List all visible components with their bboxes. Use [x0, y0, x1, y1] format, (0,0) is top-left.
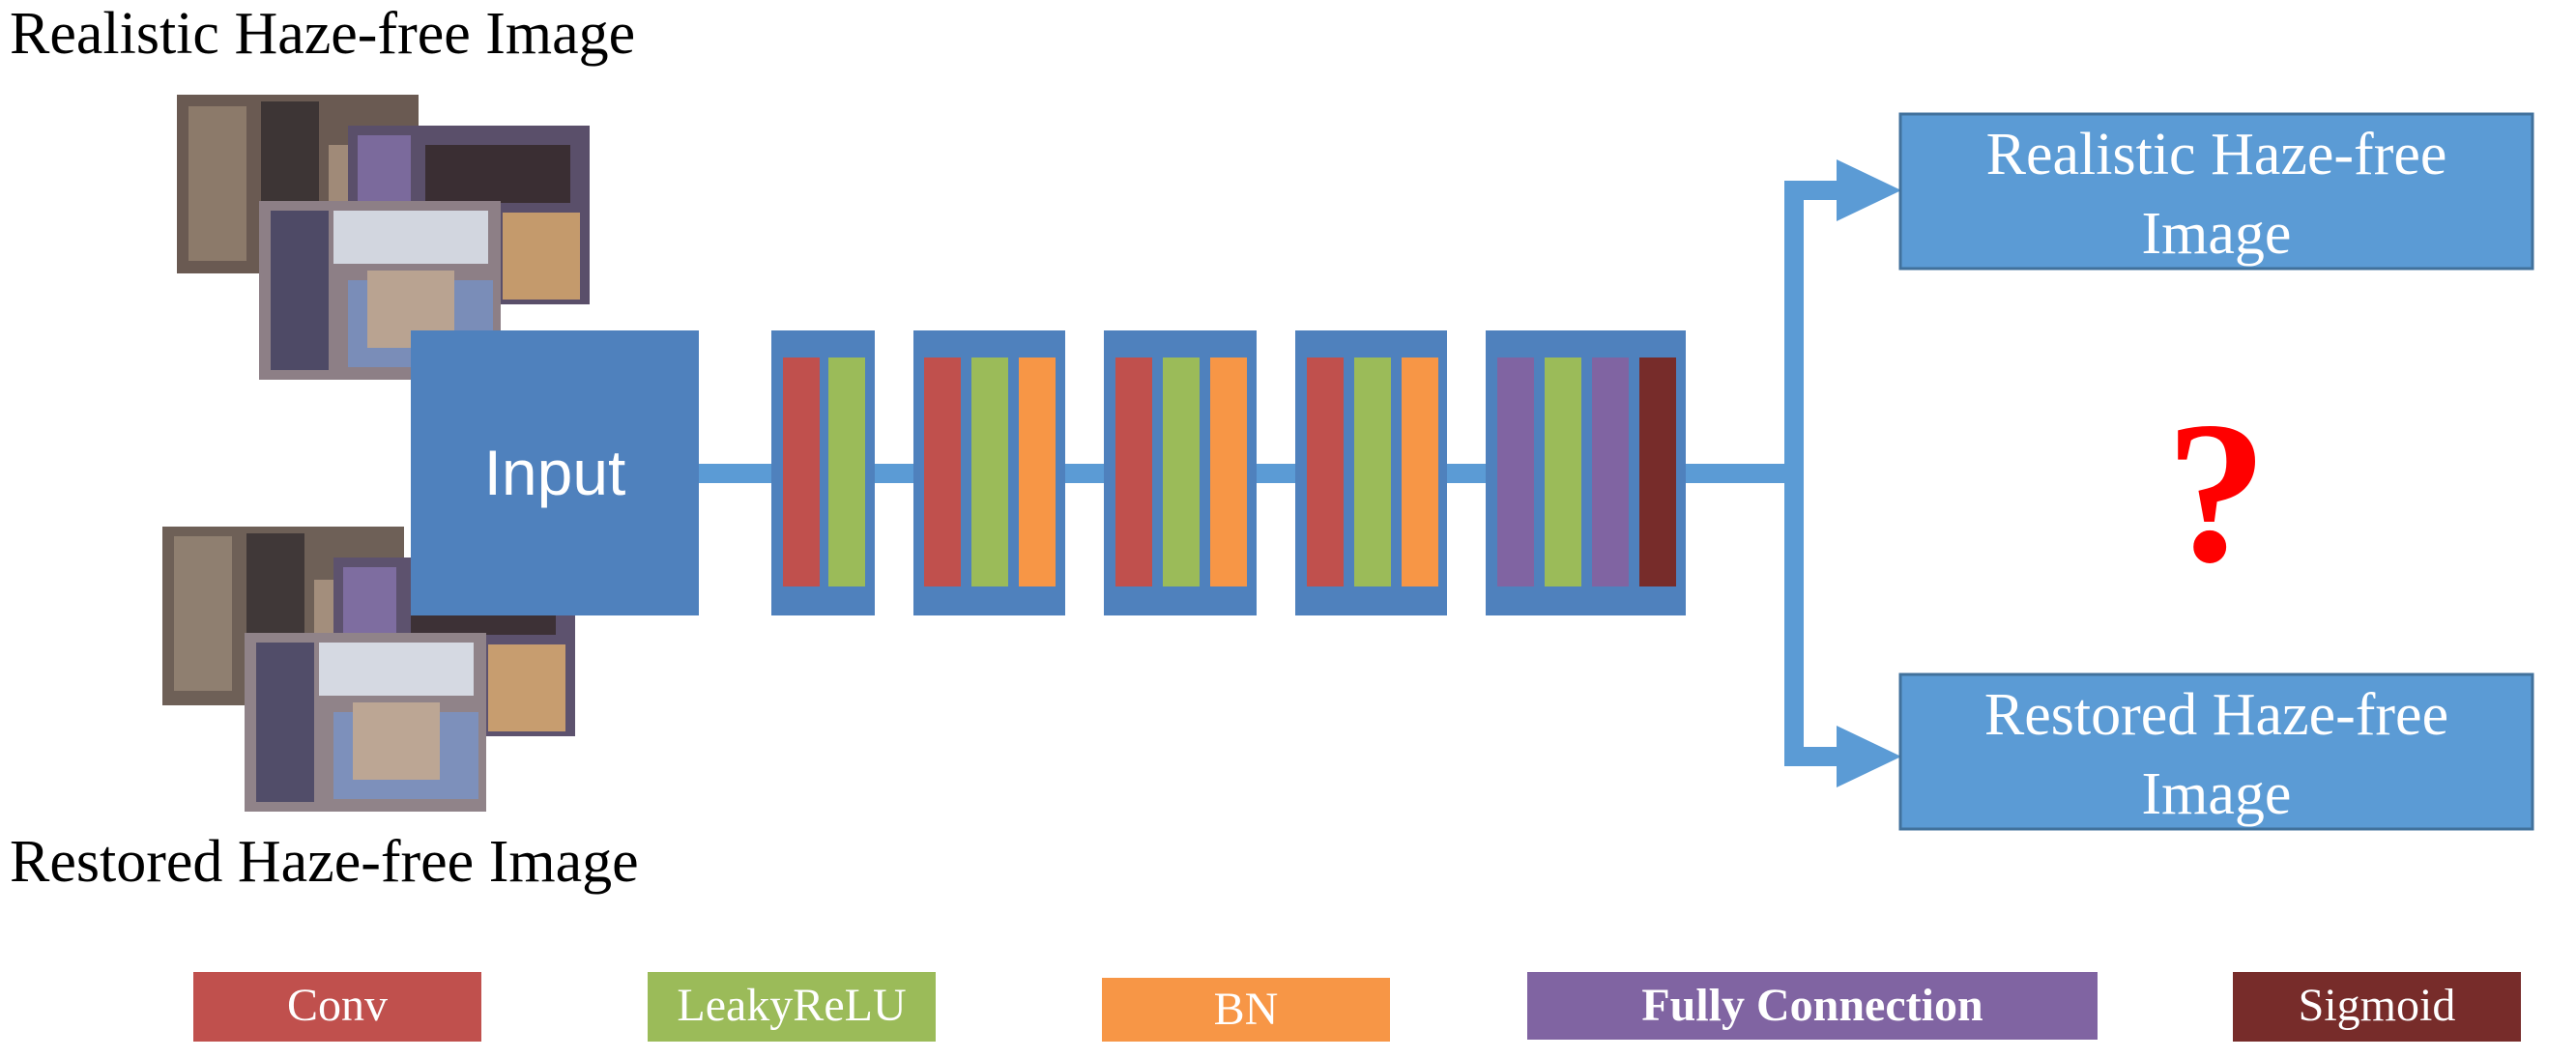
block-connectors: [699, 464, 1486, 483]
legend-bn: BN: [1102, 978, 1390, 1042]
layer-block-1: [771, 330, 875, 615]
connector-block4-block5: [1447, 464, 1486, 483]
caption-realistic: Realistic Haze-free Image: [10, 1, 635, 67]
caption-restored: Restored Haze-free Image: [10, 829, 639, 895]
block-3-conv-layer: [1115, 357, 1152, 586]
block-4-conv-layer: [1307, 357, 1344, 586]
restored-photo-3: [245, 633, 486, 812]
connector-block5-split: [1686, 464, 1794, 483]
layer-block-4: [1295, 330, 1447, 615]
legend-sigmoid: Sigmoid: [2233, 972, 2521, 1042]
legend-leakyrelu: LeakyReLU: [648, 972, 936, 1042]
split-bottom-branch: [1784, 747, 1842, 766]
legend-fully-connection: Fully Connection: [1527, 972, 2098, 1040]
output-restored-line2: Image: [2142, 761, 2292, 827]
layer-block-3: [1104, 330, 1257, 615]
input-label: Input: [484, 437, 626, 508]
output-split-connector: [1686, 159, 1901, 787]
output-restored-box: [1898, 672, 2534, 831]
legend-leakyrelu-label: LeakyReLU: [677, 980, 906, 1031]
output-restored-line1: Restored Haze-free: [1984, 682, 2448, 748]
legend-leakyrelu-swatch: [648, 972, 936, 1042]
block-5-fc-layer-2: [1592, 357, 1629, 586]
output-realistic: Realistic Haze-free Image: [1898, 112, 2534, 271]
output-realistic-line2: Image: [2142, 201, 2292, 267]
block-4-leakyrelu-layer: [1354, 357, 1391, 586]
block-3-leakyrelu-layer: [1163, 357, 1200, 586]
legend-sigmoid-label: Sigmoid: [2299, 980, 2456, 1031]
split-vertical-bar: [1784, 181, 1804, 766]
output-realistic-box: [1898, 112, 2534, 271]
layer-block-2: [913, 330, 1065, 615]
block-1-leakyrelu-layer: [828, 357, 865, 586]
block-2-conv-layer: [924, 357, 961, 586]
block-2-leakyrelu-layer: [971, 357, 1008, 586]
block-5-sigmoid-layer: [1639, 357, 1676, 586]
legend-fully-connection-swatch: [1527, 972, 2098, 1040]
legend-sigmoid-swatch: [2233, 972, 2521, 1042]
block-4-bn-layer: [1402, 357, 1438, 586]
output-restored: Restored Haze-free Image: [1898, 672, 2534, 831]
restored-image-stack: [162, 527, 575, 812]
legend-conv-label: Conv: [287, 980, 388, 1031]
connector-block3-block4: [1257, 464, 1295, 483]
block-2-bn-layer: [1019, 357, 1056, 586]
split-top-branch: [1784, 181, 1842, 200]
arrow-to-restored-output: [1837, 726, 1901, 787]
block-3-bn-layer: [1210, 357, 1247, 586]
block-5-leakyrelu-layer: [1545, 357, 1581, 586]
question-mark: ?: [2166, 381, 2268, 605]
legend-fully-connection-label: Fully Connection: [1641, 980, 1983, 1031]
legend-conv-swatch: [193, 972, 481, 1042]
block-1-conv-layer: [783, 357, 820, 586]
layer-block-5: [1486, 330, 1686, 615]
legend-conv: Conv: [193, 972, 481, 1042]
input-box: [411, 330, 699, 615]
arrow-to-realistic-output: [1837, 159, 1901, 221]
connector-input-block1: [699, 464, 771, 483]
legend-bn-swatch: [1102, 978, 1390, 1042]
legend-bn-label: BN: [1214, 984, 1279, 1035]
legend: Conv LeakyReLU BN Fully Connection Sigmo…: [193, 972, 2521, 1042]
connector-block2-block3: [1065, 464, 1104, 483]
connector-block1-block2: [875, 464, 913, 483]
block-5-fc-layer-1: [1497, 357, 1534, 586]
output-realistic-line1: Realistic Haze-free: [1986, 122, 2447, 187]
